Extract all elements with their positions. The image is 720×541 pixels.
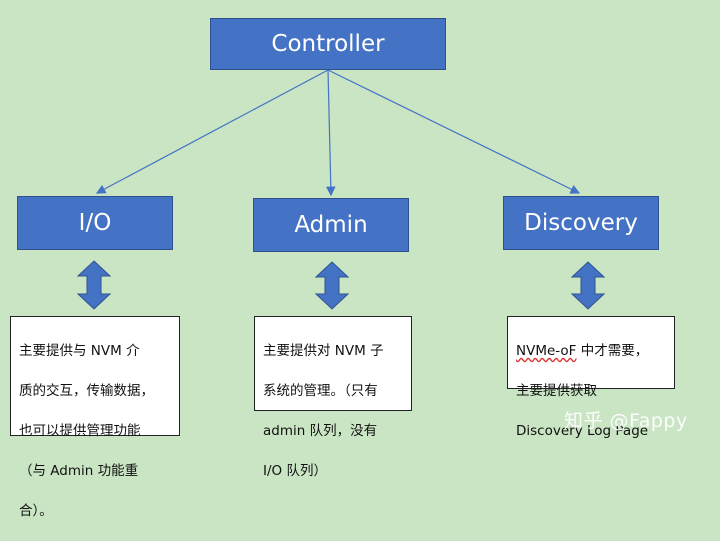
admin-note: 主要提供对 NVM 子 系统的管理。（只有 admin 队列，没有 I/O 队列…: [254, 316, 412, 479]
io-note-line: （与 Admin 功能重: [19, 463, 139, 479]
connector-controller-discovery: [327, 69, 581, 194]
io-note-line: 合）。: [19, 503, 53, 519]
discovery-note-line-text: 中才需要，: [580, 343, 649, 359]
discovery-note-line: 主要提供获取: [516, 383, 597, 399]
io-label: I/O: [78, 210, 112, 236]
admin-note-line: I/O 队列）: [263, 463, 327, 479]
io-note-line: 也可以提供管理功能: [19, 423, 141, 439]
connectors-layer: [76, 69, 606, 310]
discovery-label: Discovery: [524, 210, 638, 236]
connector-controller-io: [95, 69, 329, 194]
controller-box: Controller: [210, 18, 446, 70]
io-note-line: 质的交互，传输数据，: [19, 383, 154, 399]
io-note-line: 主要提供与 NVM 介: [19, 343, 140, 359]
double-arrow-io: [76, 260, 112, 310]
discovery-note-line: NVMe-oF 中才需要，: [516, 341, 668, 361]
connector-controller-admin: [325, 69, 336, 197]
admin-note-line: 主要提供对 NVM 子: [263, 343, 384, 359]
double-arrow-discovery: [570, 261, 606, 310]
watermark: 知乎 @Fappy: [564, 410, 688, 432]
nvme-of-term: NVMe-oF: [516, 343, 577, 359]
io-note: 主要提供与 NVM 介 质的交互，传输数据， 也可以提供管理功能 （与 Admi…: [10, 316, 180, 519]
discovery-note-line: Discovery Log Page: [516, 423, 649, 439]
admin-note-line: 系统的管理。（只有: [263, 383, 378, 399]
admin-label: Admin: [294, 212, 368, 238]
admin-note-line: admin 队列，没有: [263, 423, 378, 439]
discovery-box: Discovery: [503, 196, 659, 250]
discovery-note: NVMe-oF 中才需要， 主要提供获取 Discovery Log Page: [507, 316, 675, 439]
admin-box: Admin: [253, 198, 409, 252]
io-box: I/O: [17, 196, 173, 250]
double-arrow-admin: [314, 261, 350, 310]
diagram-canvas: Controller I/O Admin Discovery 主要提供与 NVM…: [10, 18, 688, 519]
controller-label: Controller: [271, 31, 385, 57]
